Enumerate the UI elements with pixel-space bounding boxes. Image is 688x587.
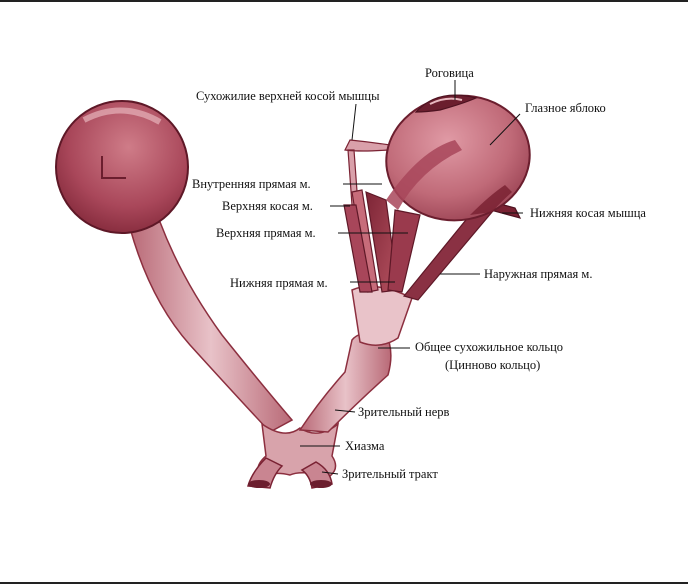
left-optic-nerve xyxy=(129,221,294,433)
left-eyeball xyxy=(55,100,189,234)
left-eye-mark xyxy=(101,156,126,179)
label-inferior-rectus: Нижняя прямая м. xyxy=(230,276,328,290)
cornea-highlight xyxy=(429,97,463,105)
label-cornea: Роговица xyxy=(425,66,474,80)
label-annulus: Общее сухожильное кольцо xyxy=(415,340,563,354)
label-eyeball: Глазное яблоко xyxy=(525,101,606,115)
leader-optic-nerve xyxy=(334,409,356,413)
chiasm-group xyxy=(247,422,340,489)
leader-lines xyxy=(300,80,523,475)
label-superior-oblique-tendon: Сухожилие верхней косой мышцы xyxy=(196,89,380,103)
superior-rectus-insertion xyxy=(386,140,462,210)
inferior-rectus-muscle xyxy=(387,209,421,293)
optic-tract-left-end xyxy=(248,480,270,488)
label-medial-rectus: Внутренняя прямая м. xyxy=(192,177,311,191)
label-chiasm: Хиазма xyxy=(345,439,385,453)
label-optic-nerve: Зрительный нерв xyxy=(358,405,450,419)
left-eye xyxy=(55,100,294,433)
annulus-of-zinn xyxy=(351,285,413,346)
superior-oblique-muscle xyxy=(343,204,373,293)
lateral-rectus-insertion xyxy=(470,185,512,215)
label-superior-rectus: Верхняя прямая м. xyxy=(216,226,316,240)
label-superior-oblique: Верхняя косая м. xyxy=(222,199,313,213)
label-optic-tract: Зрительный тракт xyxy=(342,467,438,481)
left-eyeball-highlight xyxy=(82,107,162,125)
label-annulus-alt: (Цинново кольцо) xyxy=(445,358,540,372)
labels: Роговица Сухожилие верхней косой мышцы Г… xyxy=(192,66,646,481)
label-inferior-oblique: Нижняя косая мышца xyxy=(530,206,646,220)
right-eye xyxy=(298,94,531,433)
leader-superior-oblique-tendon xyxy=(351,103,357,141)
leader-eyeball xyxy=(489,113,521,146)
optic-tract-right-end xyxy=(310,480,332,488)
leader-optic-tract xyxy=(321,471,339,475)
label-lateral-rectus: Наружная прямая м. xyxy=(484,267,592,281)
